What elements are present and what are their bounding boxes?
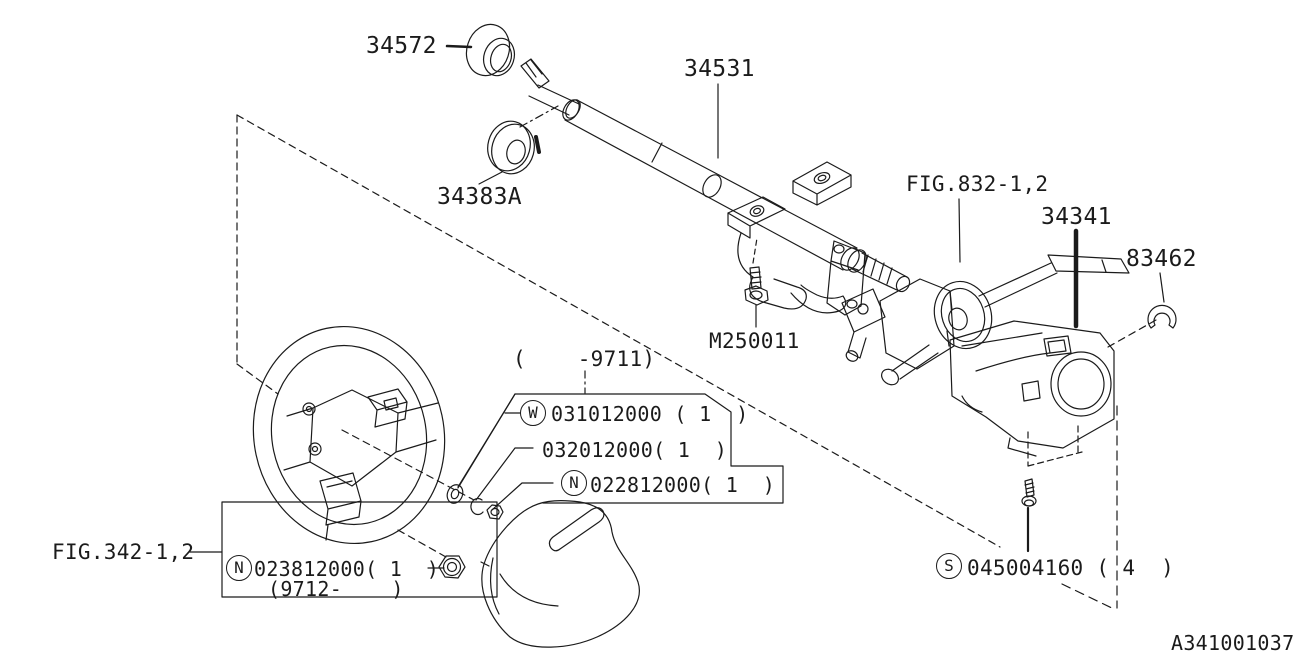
date-range-early: ( -9711) [513, 347, 656, 371]
prefix-circle-n2: N [226, 555, 252, 581]
screw-drawing [1021, 478, 1037, 507]
callout-row-031012000: 031012000 ( 1 ) [551, 402, 749, 426]
diagram-id: A341001037 [1171, 631, 1295, 653]
prefix-letter: N [569, 473, 579, 492]
part-label-83462: 83462 [1126, 246, 1197, 272]
callout-row-022812000: 022812000( 1 ) [590, 473, 776, 497]
callout-row-032012000: 032012000( 1 ) [542, 438, 728, 462]
small-fasteners-drawing [438, 484, 504, 579]
prefix-circle-n: N [561, 470, 587, 496]
part-label-34531: 34531 [684, 56, 755, 82]
clip-83462-drawing [1147, 304, 1177, 329]
construction-lines [236, 105, 1157, 611]
prefix-letter: S [944, 556, 954, 575]
horn-pad-drawing [480, 500, 640, 648]
part-label-34383a: 34383A [437, 184, 522, 210]
callout-row-023812000: 023812000( 1 ) [254, 557, 440, 581]
date-range-late: (9712- ) [268, 577, 404, 601]
prefix-letter: W [528, 403, 538, 422]
washer-34383a-drawing [487, 120, 541, 175]
steering-wheel-drawing [252, 325, 446, 545]
bolt-m250011-drawing [744, 266, 769, 306]
prefix-circle-w: W [520, 400, 546, 426]
callout-boxes [221, 393, 784, 598]
part-label-34572: 34572 [366, 33, 437, 59]
cap-34572-drawing [465, 23, 516, 77]
fig-ref-832: FIG.832-1,2 [906, 172, 1049, 196]
column-cover-drawing [949, 320, 1115, 457]
prefix-letter: N [234, 558, 244, 577]
steering-shaft-drawing [520, 58, 911, 316]
part-label-m250011: M250011 [709, 329, 800, 353]
part-label-34341: 34341 [1041, 204, 1112, 230]
callout-row-045004160: 045004160 ( 4 ) [967, 556, 1175, 580]
fig-ref-342: FIG.342-1,2 [52, 540, 195, 564]
prefix-circle-s: S [936, 553, 962, 579]
combination-switch-drawing [841, 254, 1130, 386]
